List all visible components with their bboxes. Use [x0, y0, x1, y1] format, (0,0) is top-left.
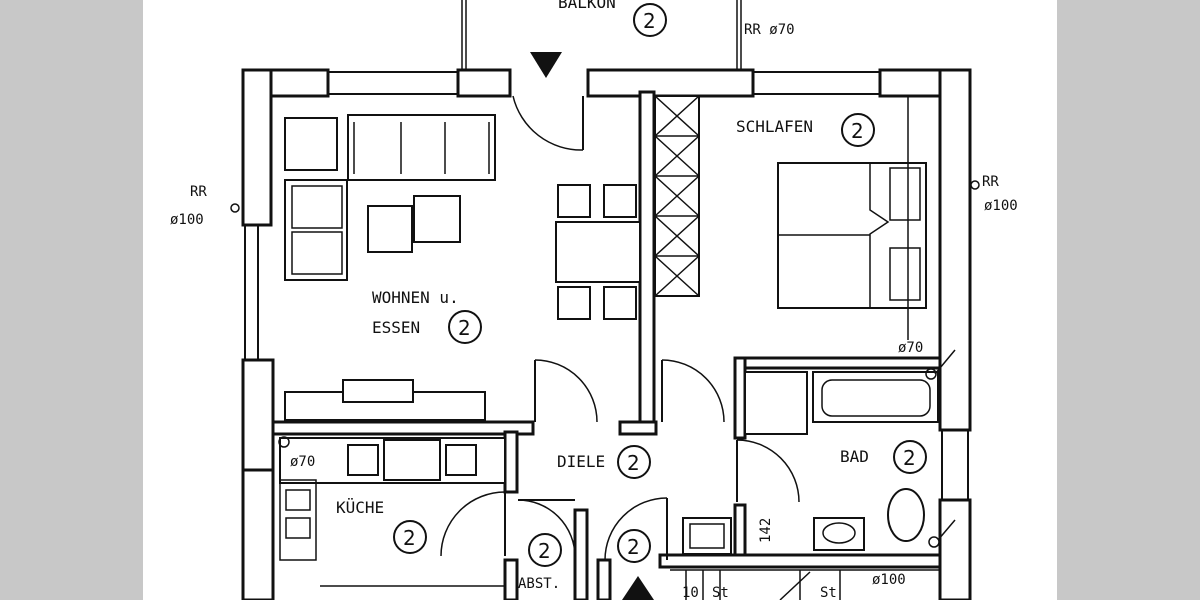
- room-label-schlafen: SCHLAFEN: [736, 117, 813, 136]
- svg-text:2: 2: [627, 451, 640, 475]
- pipe-d100-left: ø100: [170, 212, 204, 228]
- room-number-abst: 2: [528, 533, 562, 567]
- pipe-d70-bedroom: ø70: [898, 340, 923, 356]
- stair-label-st-right: St: [820, 585, 837, 600]
- room-label-kueche: KÜCHE: [336, 498, 384, 517]
- pipe-markers: [230, 180, 980, 548]
- svg-text:2: 2: [538, 539, 551, 563]
- pipe-d70-kitchen: ø70: [290, 454, 315, 470]
- dim-142: 142: [758, 518, 774, 543]
- stairs: [670, 569, 940, 600]
- entrance-marker-bottom: [622, 576, 654, 600]
- pipe-rr-right: RR: [982, 174, 999, 190]
- exterior-walls: [241, 68, 972, 600]
- balcony: [461, 0, 742, 70]
- stair-label-10: 10: [682, 585, 699, 600]
- room-number-schlafen: 2: [841, 113, 875, 147]
- room-number-balkon: 2: [633, 3, 667, 37]
- room-number-kueche: 2: [393, 520, 427, 554]
- kitchen-fixtures: [279, 437, 506, 587]
- svg-text:2: 2: [851, 119, 864, 143]
- room-number-wohnen: 2: [448, 310, 482, 344]
- room-label-abst: ABST.: [518, 576, 560, 592]
- pipe-label-rr-d70: RR ø70: [744, 22, 795, 38]
- pipe-d100-right: ø100: [984, 198, 1018, 214]
- room-number-entrance: 2: [617, 529, 651, 563]
- bed: [777, 162, 927, 309]
- svg-text:2: 2: [458, 316, 471, 340]
- doors: [440, 52, 800, 600]
- svg-text:2: 2: [903, 446, 916, 470]
- living-furniture: [284, 114, 641, 421]
- room-label-wohnen-line2: ESSEN: [372, 318, 420, 337]
- entrance-marker-top: [530, 52, 562, 78]
- room-label-bad: BAD: [840, 447, 869, 466]
- room-label-wohnen-line1: WOHNEN u.: [372, 288, 459, 307]
- stair-label-st-left: St: [712, 585, 729, 600]
- pipe-rr-left: RR: [190, 184, 207, 200]
- interior-walls: [271, 90, 942, 600]
- room-label-diele: DIELE: [557, 452, 605, 471]
- room-label-balkon: BALKON: [558, 0, 616, 12]
- pipe-d100-stairs: ø100: [872, 572, 906, 588]
- svg-text:2: 2: [403, 526, 416, 550]
- svg-text:2: 2: [643, 9, 656, 33]
- wardrobe: [654, 95, 700, 297]
- svg-text:2: 2: [627, 535, 640, 559]
- room-number-bad: 2: [893, 440, 927, 474]
- bath-fixtures: [682, 371, 939, 555]
- room-number-diele: 2: [617, 445, 651, 479]
